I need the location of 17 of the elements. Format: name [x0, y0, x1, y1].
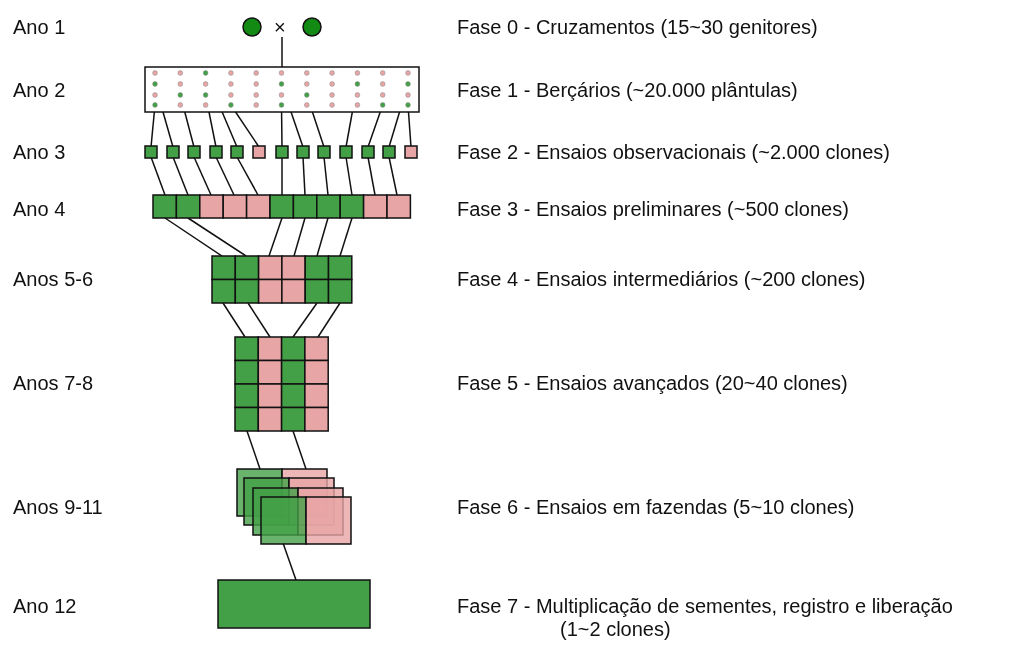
cross-sign: × [274, 16, 286, 39]
phase-label: Fase 5 - Ensaios avançados (20~40 clones) [457, 372, 849, 395]
phase-label: Fase 2 - Ensaios observacionais (~2.000 clones) [457, 141, 891, 164]
phase-label: Fase 7 - Multiplicação de sementes, registro e liberação (1~2 clones) [457, 595, 954, 641]
phase-label: Fase 0 - Cruzamentos (15~30 genitores) [457, 16, 818, 39]
year-label: Anos 9-11 [13, 496, 103, 519]
phase-label: Fase 4 - Ensaios intermediários (~200 clones) [457, 268, 867, 291]
phase-label: Fase 6 - Ensaios em fazendas (5~10 clones) [457, 496, 856, 519]
phase-label: Fase 1 - Berçários (~20.000 plântulas) [457, 79, 799, 102]
year-label: Ano 4 [13, 198, 66, 221]
year-label: Ano 12 [13, 595, 77, 618]
year-label: Ano 1 [13, 16, 66, 39]
year-label: Anos 5-6 [13, 268, 94, 291]
year-label: Ano 3 [13, 141, 66, 164]
year-label: Anos 7-8 [13, 372, 94, 395]
year-label: Ano 2 [13, 79, 66, 102]
phase-label: Fase 3 - Ensaios preliminares (~500 clones) [457, 198, 850, 221]
